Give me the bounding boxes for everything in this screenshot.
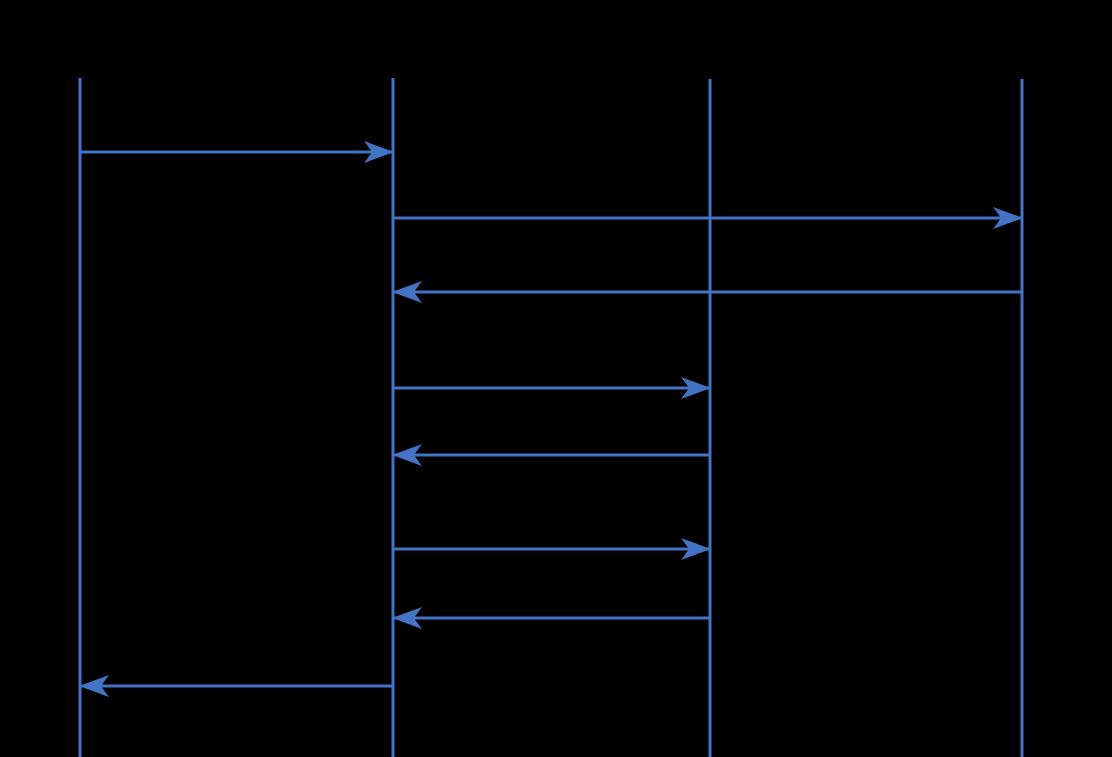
- sequence-diagram: [78, 78, 1024, 757]
- sequence-diagram-canvas: [78, 78, 1024, 757]
